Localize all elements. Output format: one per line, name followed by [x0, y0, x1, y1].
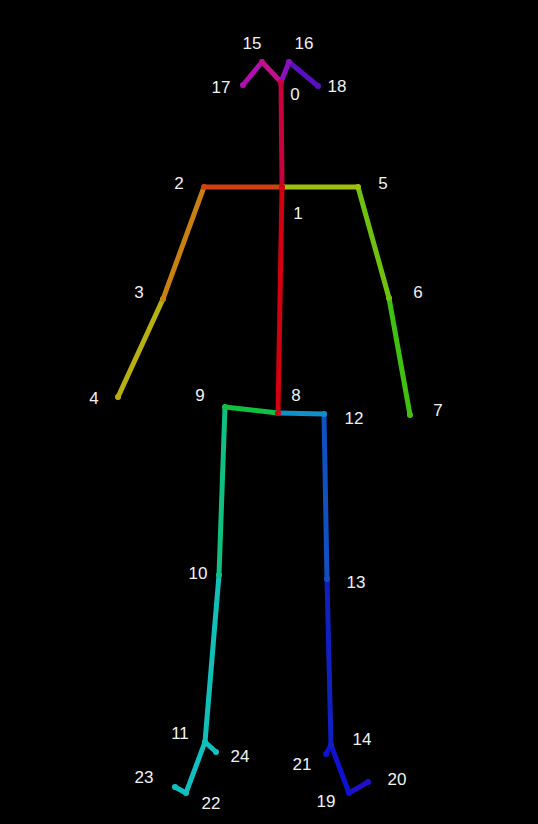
keypoint-number: 10 — [188, 565, 209, 583]
keypoint-dot — [279, 184, 285, 190]
upper-arm-limb — [163, 187, 204, 299]
keypoint-number: 0 — [289, 86, 300, 104]
keypoint-dot — [315, 83, 321, 89]
ear-limb — [243, 62, 262, 85]
keypoint-dot — [201, 184, 207, 190]
shin-limb — [327, 579, 331, 745]
keypoint-dot — [324, 576, 330, 582]
keypoint-number: 24 — [230, 748, 251, 766]
keypoint-dot — [355, 184, 361, 190]
keypoint-number: 7 — [432, 402, 443, 420]
forearm-limb — [118, 299, 163, 397]
keypoint-dot — [259, 59, 265, 65]
keypoint-number: 16 — [294, 35, 315, 53]
thigh-limb — [219, 407, 225, 575]
foot-limb — [331, 745, 349, 793]
keypoint-number: 1 — [292, 205, 303, 223]
keypoint-dot — [240, 82, 246, 88]
keypoint-number: 5 — [377, 175, 388, 193]
keypoint-number: 19 — [316, 793, 337, 811]
keypoint-dot — [386, 295, 392, 301]
keypoint-dot — [321, 411, 327, 417]
keypoint-number: 22 — [201, 795, 222, 813]
ear-limb — [289, 62, 318, 86]
keypoint-dot — [328, 742, 334, 748]
keypoint-number: 12 — [344, 410, 365, 428]
keypoint-dot — [172, 784, 178, 790]
keypoint-dot — [222, 404, 228, 410]
hip-limb — [225, 407, 278, 413]
keypoint-dot — [407, 412, 413, 418]
keypoint-number: 21 — [292, 756, 313, 774]
keypoint-number: 17 — [211, 79, 232, 97]
keypoint-number: 23 — [134, 769, 155, 787]
keypoint-number: 11 — [170, 725, 190, 743]
forearm-limb — [389, 298, 410, 415]
torso-limb — [278, 187, 282, 413]
keypoint-number: 3 — [133, 284, 144, 302]
keypoint-number: 13 — [346, 574, 367, 592]
keypoint-number: 9 — [194, 387, 205, 405]
keypoint-dot — [115, 394, 121, 400]
shoulder-limb — [204, 185, 282, 190]
shoulder-limb — [282, 185, 358, 190]
upper-arm-limb — [358, 187, 389, 298]
keypoint-dot — [365, 779, 371, 785]
keypoint-number: 18 — [327, 78, 348, 96]
keypoint-dot — [286, 59, 292, 65]
keypoint-number: 20 — [387, 771, 408, 789]
keypoint-dot — [213, 749, 219, 755]
foot-limb — [349, 782, 368, 793]
keypoint-dot — [323, 751, 329, 757]
eye-limb — [281, 62, 289, 82]
thigh-limb — [324, 414, 327, 579]
shin-limb — [205, 575, 219, 742]
keypoint-number: 8 — [290, 387, 301, 405]
keypoint-number: 2 — [173, 175, 184, 193]
eye-limb — [262, 62, 281, 82]
keypoint-dot — [346, 790, 352, 796]
keypoint-number: 4 — [88, 390, 99, 408]
foot-limb — [186, 742, 205, 793]
keypoint-dot — [202, 739, 208, 745]
keypoint-dot — [216, 572, 222, 578]
keypoint-dot — [275, 410, 281, 416]
neck-limb — [281, 82, 282, 187]
keypoint-dot — [183, 790, 189, 796]
hip-limb — [278, 413, 324, 414]
keypoint-number: 6 — [412, 284, 423, 302]
keypoint-number: 14 — [352, 731, 373, 749]
keypoint-dot — [278, 79, 284, 85]
keypoint-number: 15 — [242, 35, 263, 53]
keypoint-dot — [160, 296, 166, 302]
